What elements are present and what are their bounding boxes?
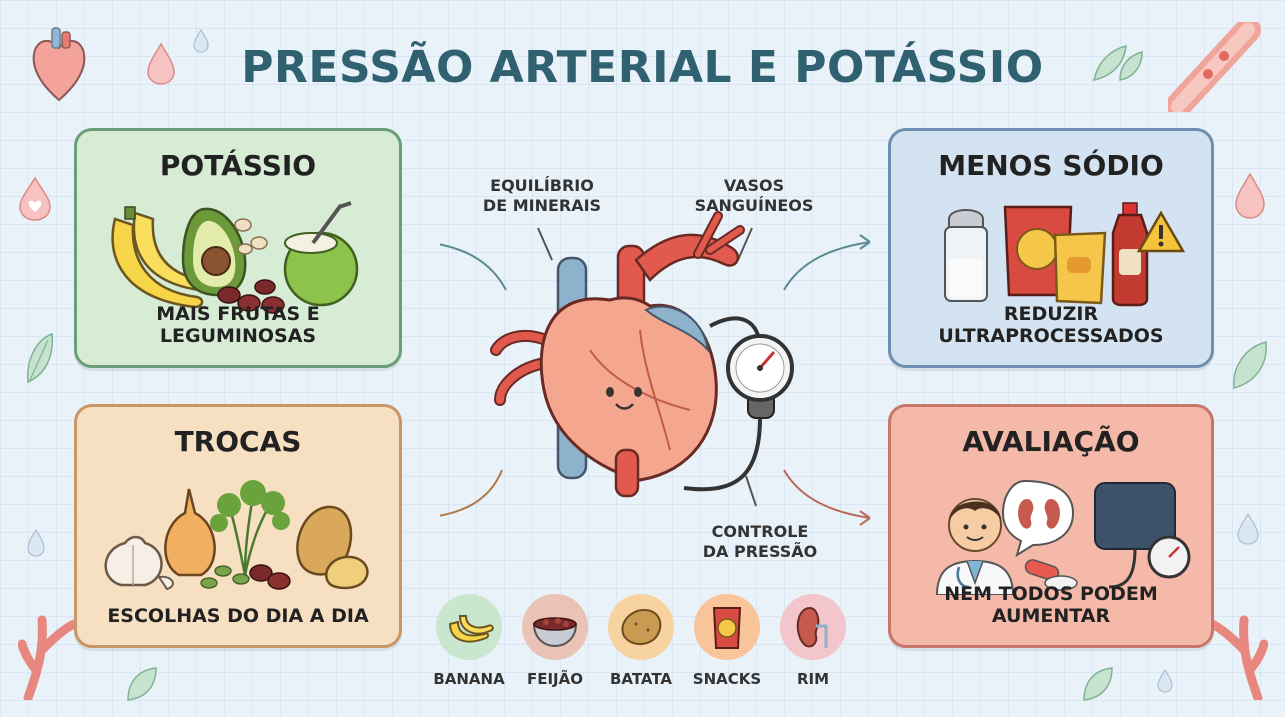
arrow-to-trocas (440, 469, 503, 517)
avaliacao-card: AVALIAÇÃO NEM TODOS PODEM AUMENTAR (888, 404, 1214, 648)
blood-drop-deco-icon-3 (1235, 172, 1265, 219)
blood-vessel-deco-icon (18, 615, 79, 700)
water-drop-deco-icon (193, 28, 209, 53)
medical-evaluation-icon (935, 479, 1191, 595)
label-controle-pressao: CONTROLE DA PRESSÃO (702, 522, 818, 561)
trocas-card-title: TROCAS (174, 425, 302, 458)
avaliacao-card-title: AVALIAÇÃO (962, 425, 1140, 458)
trocas-card-subtitle: ESCOLHAS DO DIA A DIA (107, 605, 369, 627)
heart-deco-icon (32, 27, 86, 102)
potato-icon (608, 594, 674, 660)
kidney-icon (780, 594, 846, 660)
sodio-card: MENOS SÓDIO REDUZIR ULTRAPROCESSADOS (888, 128, 1214, 368)
food-label-snacks: SNACKS (692, 670, 762, 688)
arrow-to-avaliacao (783, 469, 871, 519)
leaf-deco-icon-2 (127, 667, 157, 701)
ultraprocessed-foods-icon (944, 202, 1186, 307)
water-drop-deco-icon-3 (1237, 512, 1259, 545)
leaf-deco-icon-4 (1233, 341, 1267, 389)
food-label-feijao: FEIJÃO (526, 670, 583, 688)
potassio-card: POTÁSSIO MAIS FRUTAS E LEGUMINOSAS (74, 128, 402, 368)
potassio-card-title: POTÁSSIO (159, 149, 317, 182)
label-equilibrio-minerais: EQUILÍBRIO DE MINERAIS (482, 176, 602, 215)
leaf-deco-icon-3 (1093, 45, 1143, 81)
label-vasos-sanguineos: VASOS SANGUÍNEOS (694, 176, 814, 215)
potassio-card-subtitle: MAIS FRUTAS E LEGUMINOSAS (156, 303, 320, 347)
leaf-deco-icon-5 (1083, 667, 1113, 701)
food-label-banana: BANANA (433, 670, 505, 688)
beans-bowl-icon (522, 594, 588, 660)
daily-food-choices-icon (104, 480, 369, 591)
banana-icon (436, 594, 502, 660)
page-title: PRESSÃO ARTERIAL E POTÁSSIO (241, 42, 1044, 93)
blood-vessel-deco-icon-2 (1168, 22, 1261, 112)
heart-blood-pressure-icon (440, 211, 871, 526)
food-label-batata: BATATA (609, 670, 673, 688)
leaf-deco-icon (27, 332, 54, 384)
water-drop-deco-icon-4 (1157, 668, 1173, 693)
food-label-rim: RIM (796, 670, 830, 688)
blood-vessel-deco-icon-3 (1207, 615, 1268, 700)
blood-drop-deco-icon (147, 42, 175, 85)
sodio-card-title: MENOS SÓDIO (938, 149, 1164, 182)
sodio-card-subtitle: REDUZIR ULTRAPROCESSADOS (938, 303, 1164, 347)
avaliacao-card-subtitle: NEM TODOS PODEM AUMENTAR (944, 583, 1158, 627)
arrow-to-potassio (440, 243, 507, 291)
blood-drop-heart-deco-icon (19, 176, 51, 221)
potassium-foods-icon (111, 201, 359, 314)
snacks-icon (694, 594, 760, 660)
water-drop-deco-icon-2 (27, 528, 45, 557)
arrow-to-sodio (783, 241, 871, 291)
trocas-card: TROCAS ESCOLHAS DO DIA A DIA (74, 404, 402, 648)
